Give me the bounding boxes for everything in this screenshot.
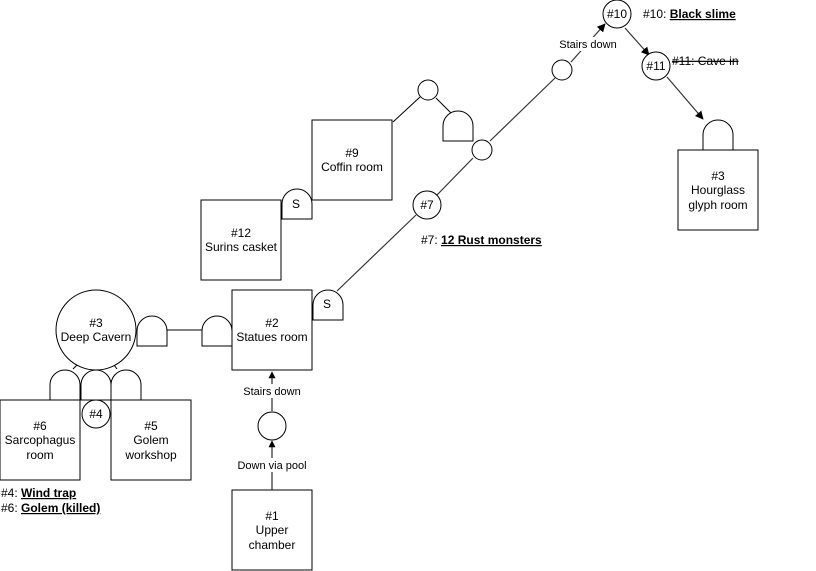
room-name: Deep Cavern <box>61 330 132 344</box>
room-name-line1: Sarcophagus <box>5 433 76 447</box>
connector-cavern-door-a <box>72 364 78 370</box>
edge-label-down-via-pool: Down via pool <box>237 460 306 472</box>
junction-node-coffin[interactable] <box>417 79 439 101</box>
door-sarcophagus[interactable] <box>49 369 81 401</box>
room-name-line2: room <box>26 448 53 462</box>
node-11[interactable]: #11 <box>641 51 671 81</box>
edge-label-stairs-down: Stairs down <box>243 386 300 398</box>
room-upper-chamber[interactable]: #1 Upper chamber <box>231 489 313 571</box>
stair-node[interactable] <box>551 59 573 81</box>
pool-node[interactable] <box>257 411 287 441</box>
door-statues-left[interactable] <box>201 315 233 347</box>
room-number: #1 <box>265 509 279 523</box>
node-7[interactable]: #7 <box>412 190 442 220</box>
edge-label-stairs-down: Stairs down <box>559 39 616 51</box>
room-sarcophagus[interactable]: #6 Sarcophagus room <box>0 399 81 481</box>
door-cavern-bottom[interactable] <box>80 369 112 401</box>
note-6-prefix: #6: <box>1 501 21 515</box>
note-4-value: Wind trap <box>21 486 76 500</box>
room-golem-workshop[interactable]: #5 Golem workshop <box>110 399 192 481</box>
room-name-line2: chamber <box>249 538 296 552</box>
node-label: #11 <box>646 59 665 73</box>
room-name-line2: workshop <box>124 448 177 462</box>
room-number: #5 <box>144 419 158 433</box>
room-number: #12 <box>231 226 251 240</box>
connector-coffin-to-node <box>392 96 421 123</box>
room-number: #2 <box>265 316 279 330</box>
edge-label-bg <box>558 37 618 51</box>
node-4[interactable]: #4 <box>81 399 111 429</box>
secret-door-statues[interactable]: S <box>312 289 344 321</box>
room-name-line1: Golem <box>133 433 168 447</box>
room-deep-cavern[interactable]: #3 Deep Cavern <box>55 289 137 371</box>
secret-door-label: S <box>323 297 331 311</box>
room-coffin[interactable]: #9 Coffin room <box>311 119 393 201</box>
node-label: #10 <box>607 7 627 21</box>
note-11-cave-in: #11: Cave in <box>672 54 739 68</box>
connector-node-to-door <box>435 97 452 114</box>
room-name: Coffin room <box>321 160 383 174</box>
edge-label-bg <box>236 458 309 472</box>
junction-node-path[interactable] <box>471 139 493 161</box>
room-surins-casket[interactable]: #12 Surins casket <box>200 199 282 281</box>
room-statues[interactable]: #2 Statues room <box>231 289 313 371</box>
room-name: Surins casket <box>205 240 278 254</box>
note-7-prefix: #7: <box>421 233 441 247</box>
room-name-line2: glyph room <box>688 198 747 212</box>
connector-n11-to-hourglass <box>666 76 704 120</box>
note-7-value: 12 Rust monsters <box>441 233 542 247</box>
note-6-value: Golem (killed) <box>21 501 100 515</box>
room-number: #9 <box>345 146 359 160</box>
door-cavern-right[interactable] <box>136 315 168 347</box>
door-coffin-node[interactable] <box>442 110 474 142</box>
room-hourglass-glyph[interactable]: #3 Hourglass glyph room <box>677 149 759 231</box>
secret-door-surins[interactable]: S <box>281 188 313 220</box>
room-number: #3 <box>89 316 103 330</box>
room-name: Statues room <box>236 330 307 344</box>
room-number: #6 <box>33 419 47 433</box>
note-10-value: Black slime <box>670 7 736 21</box>
secret-door-label: S <box>292 197 300 211</box>
door-hourglass[interactable] <box>702 119 734 151</box>
connector-n10-to-n11 <box>624 27 650 56</box>
note-4: #4: Wind trap <box>1 486 76 500</box>
note-10-prefix: #10: <box>643 7 670 21</box>
node-10[interactable]: #10 <box>602 0 632 29</box>
edge-label-bg <box>242 384 302 398</box>
note-6: #6: Golem (killed) <box>1 501 100 515</box>
door-golem-workshop[interactable] <box>110 369 142 401</box>
connector-statues-to-n7 <box>336 214 417 292</box>
connector-junction-to-stair <box>489 77 556 142</box>
connector-n7-to-junction <box>436 157 474 196</box>
node-label: #4 <box>89 407 103 421</box>
room-name-line1: Upper <box>256 523 289 537</box>
room-name-line1: Hourglass <box>691 183 745 197</box>
room-number: #3 <box>711 169 725 183</box>
node-label: #7 <box>420 198 434 212</box>
note-10: #10: Black slime <box>643 7 736 21</box>
note-7: #7: 12 Rust monsters <box>421 233 542 247</box>
note-4-prefix: #4: <box>1 486 21 500</box>
